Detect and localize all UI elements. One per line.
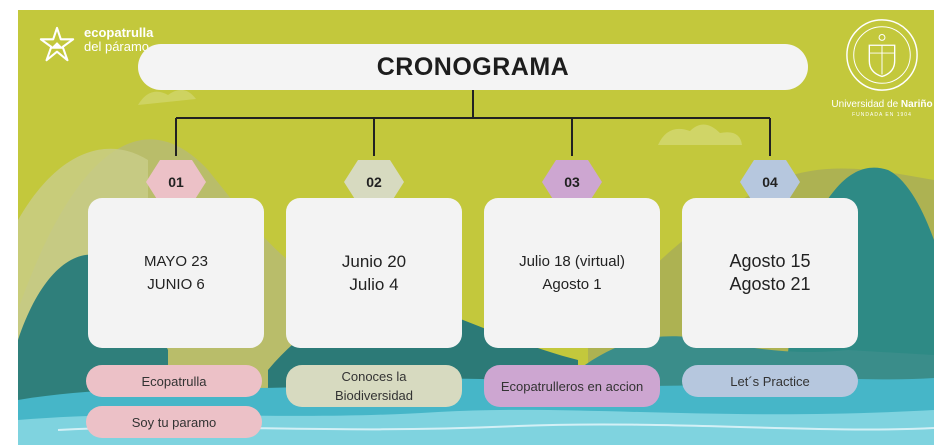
university-name: Universidad de Nariño <box>831 99 933 110</box>
brand-name: ecopatrulla <box>84 25 154 40</box>
ecopatrulla-logo: ecopatrulla del páramo <box>38 26 153 64</box>
activity-tag-lets-practice: Let´s Practice <box>682 365 858 397</box>
date-line: Julio 4 <box>349 275 399 294</box>
date-line: Agosto 1 <box>542 276 602 293</box>
university-founded: FUNDADA EN 1904 <box>852 112 912 118</box>
page-title: CRONOGRAMA <box>376 52 570 81</box>
step-number: 03 <box>564 174 580 190</box>
date-card-03: Julio 18 (virtual) Agosto 1 <box>484 198 660 348</box>
university-seal-icon <box>846 19 918 91</box>
activity-tag-biodiversidad: Conoces la Biodiversidad <box>286 365 462 407</box>
date-line: Junio 20 <box>341 252 407 271</box>
step-number: 02 <box>366 174 382 190</box>
step-badge-04: 04 <box>740 160 800 204</box>
date-card-04: Agosto 15 Agosto 21 <box>682 198 858 348</box>
step-badge-02: 02 <box>344 160 404 204</box>
date-line: Agosto 21 <box>729 274 811 294</box>
date-line: MAYO 23 <box>144 253 208 270</box>
brand-subname: del páramo <box>84 39 150 54</box>
slide: ecopatrulla del páramo Universidad de Na… <box>18 10 934 445</box>
activity-tag-ecopatrulla: Ecopatrulla <box>86 365 262 397</box>
date-card-01: MAYO 23 JUNIO 6 <box>88 198 264 348</box>
date-line: Agosto 15 <box>729 251 811 271</box>
activity-tag-ecopatrulleros: Ecopatrulleros en accion <box>484 365 660 407</box>
date-line: JUNIO 6 <box>147 276 205 293</box>
step-number: 04 <box>762 174 778 190</box>
date-line: Julio 18 (virtual) <box>519 253 625 270</box>
step-badge-03: 03 <box>542 160 602 204</box>
ecopatrulla-star-icon <box>39 26 75 62</box>
step-number: 01 <box>168 174 184 190</box>
title-banner: CRONOGRAMA <box>138 44 808 90</box>
step-badge-01: 01 <box>146 160 206 204</box>
activity-tag-soy-tu-paramo: Soy tu paramo <box>86 406 262 438</box>
date-card-02: Junio 20 Julio 4 <box>286 198 462 348</box>
university-logo: Universidad de Nariño FUNDADA EN 1904 <box>826 16 934 119</box>
